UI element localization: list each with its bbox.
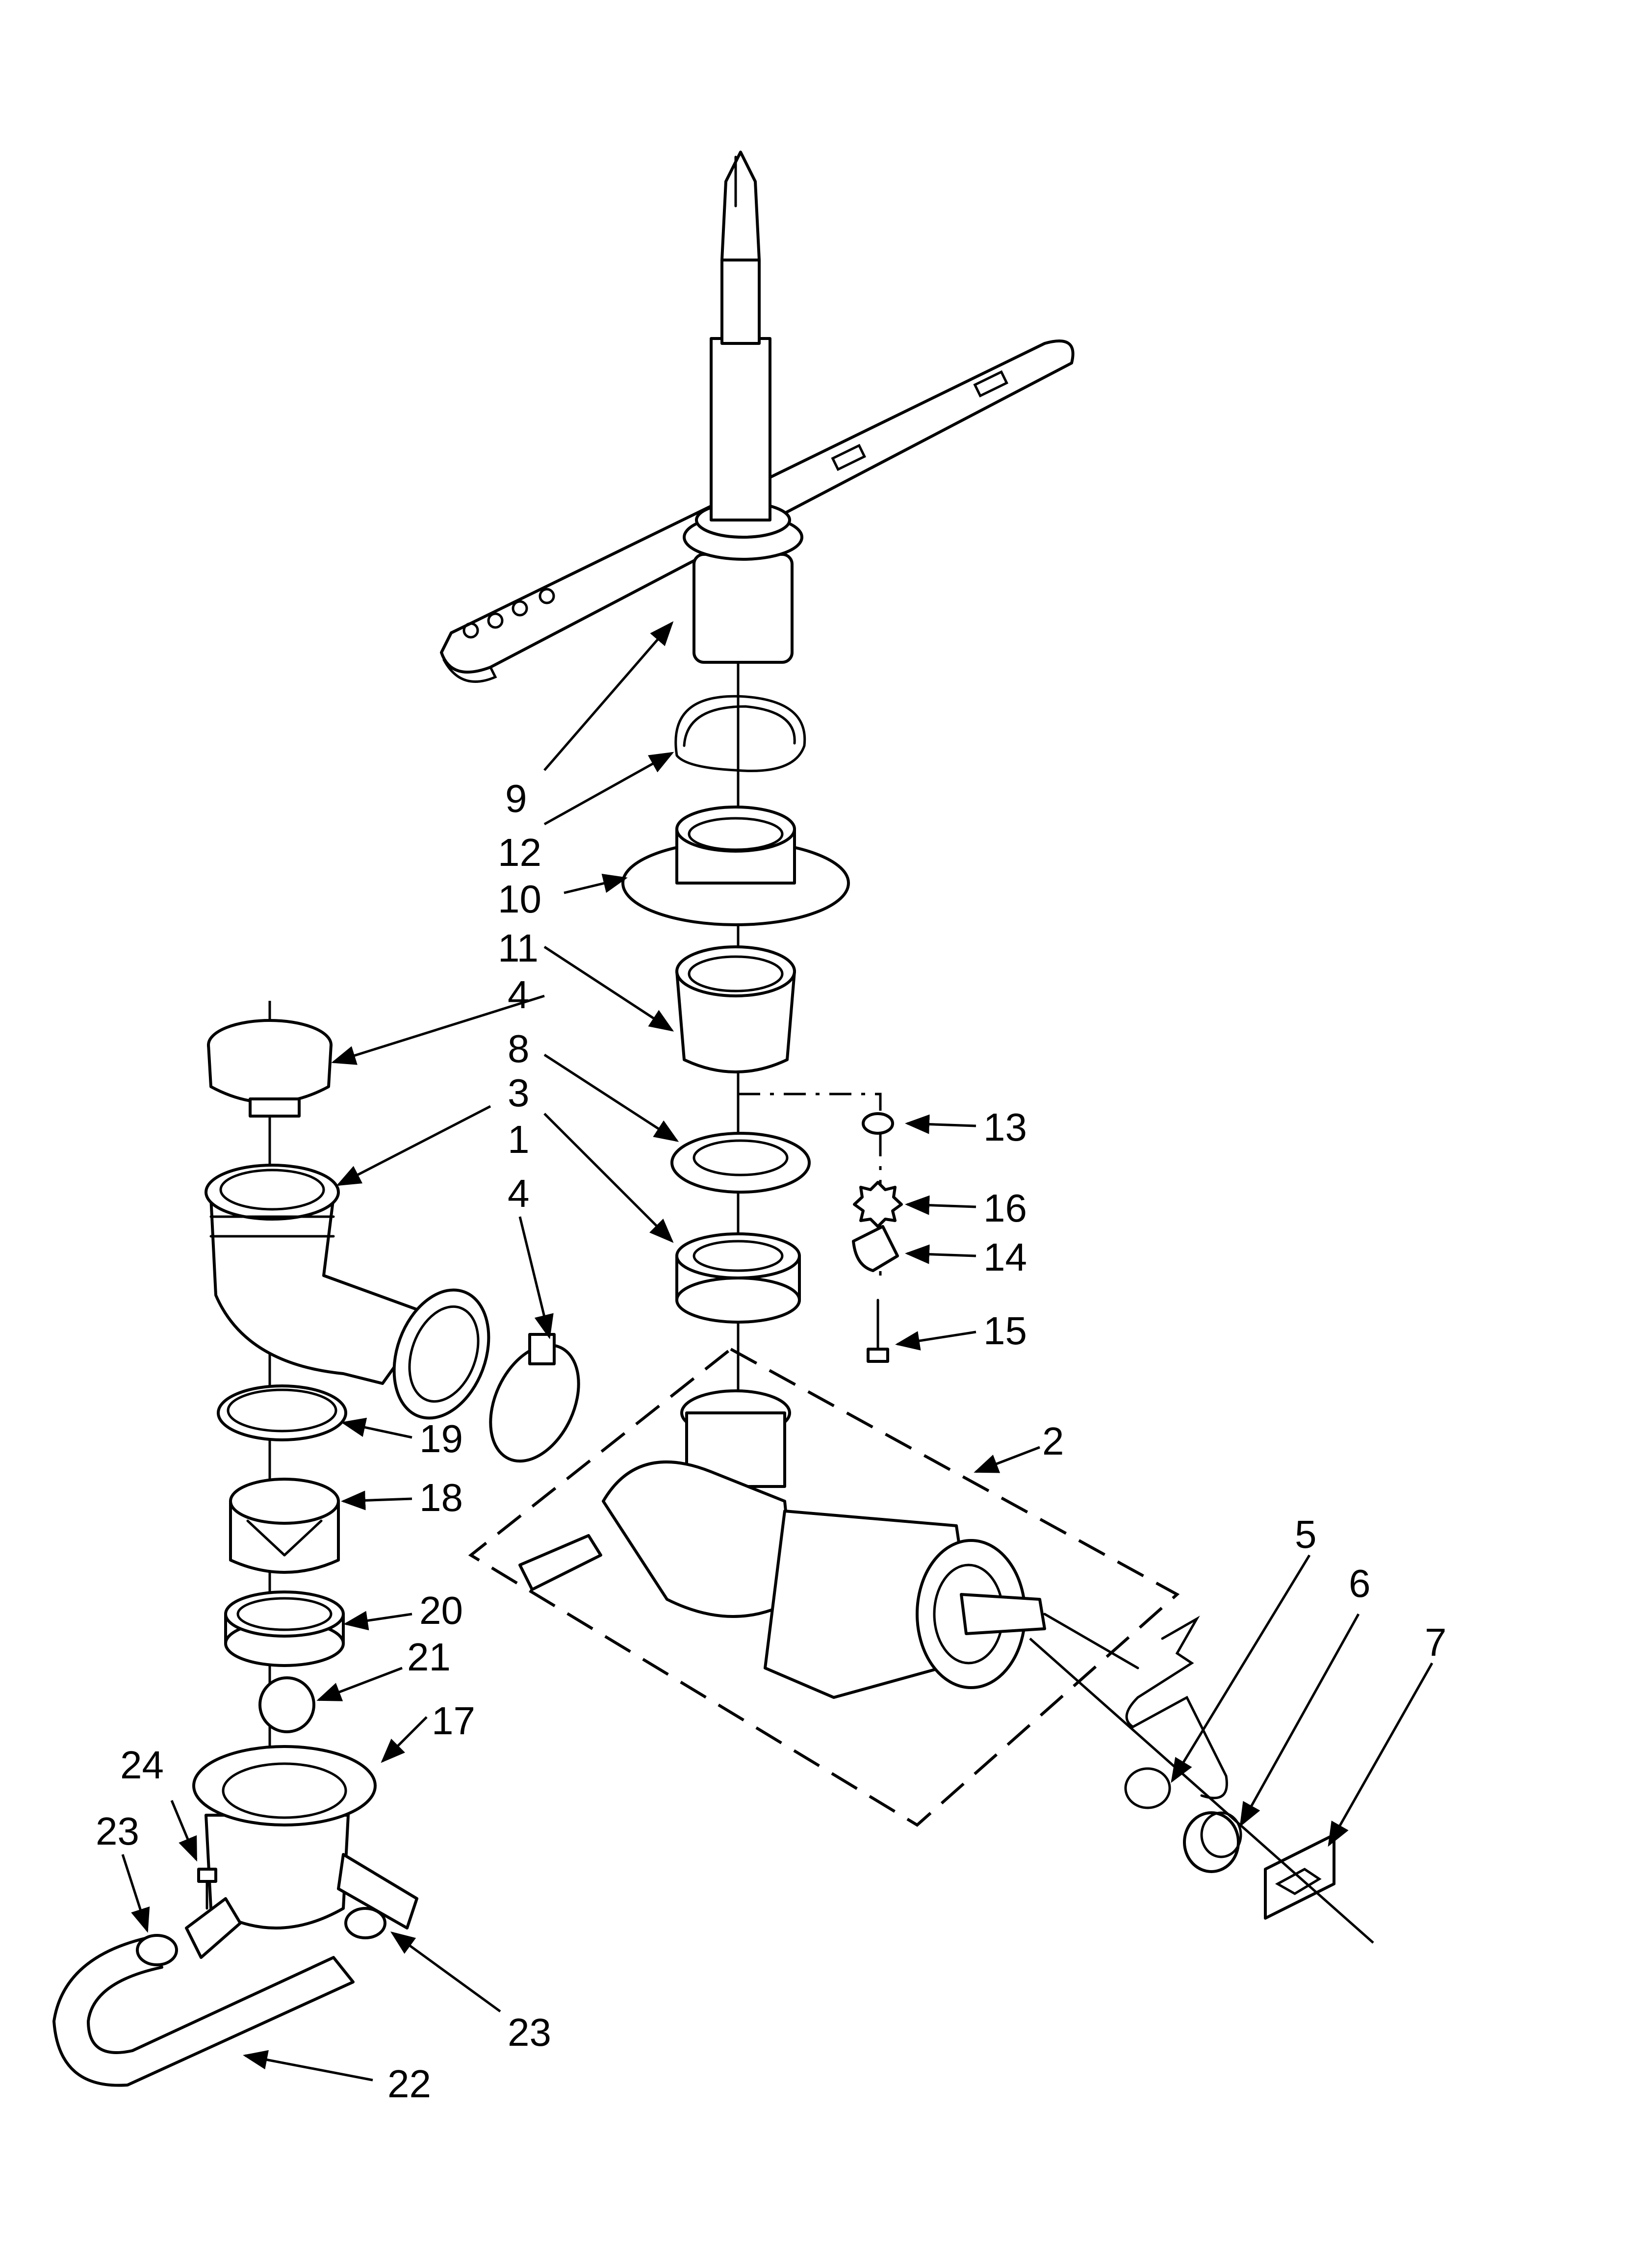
callout-15: 15 bbox=[983, 1309, 1027, 1353]
ball-part-21 bbox=[258, 1676, 315, 1733]
clamp-part-4-lower bbox=[489, 1333, 580, 1463]
callout-4-lower: 4 bbox=[508, 1172, 530, 1215]
spring-part-5 bbox=[1125, 1616, 1228, 1799]
clamp-part-4-upper bbox=[207, 1019, 333, 1118]
callout-9: 9 bbox=[505, 777, 527, 820]
bearing-part-10 bbox=[621, 806, 850, 926]
callout-20: 20 bbox=[419, 1589, 463, 1632]
callout-24: 24 bbox=[120, 1743, 164, 1787]
cup-part-11 bbox=[675, 945, 796, 1073]
nut-part-13 bbox=[862, 1112, 894, 1135]
callout-18: 18 bbox=[419, 1476, 463, 1519]
callout-13: 13 bbox=[983, 1105, 1027, 1149]
callout-labels: 9 12 10 11 4 8 3 1 4 13 16 14 15 2 19 18… bbox=[96, 777, 1447, 2106]
seal-part-8 bbox=[670, 1132, 811, 1194]
callout-19: 19 bbox=[419, 1417, 463, 1460]
callout-3: 3 bbox=[508, 1071, 530, 1115]
motor-pump-part-2 bbox=[518, 1389, 1139, 1699]
filter-part-18 bbox=[229, 1478, 340, 1574]
screw-part-24 bbox=[197, 1868, 217, 1910]
callout-10: 10 bbox=[498, 877, 541, 921]
spray-arm-part-9 bbox=[440, 151, 1075, 683]
callout-8: 8 bbox=[508, 1027, 530, 1070]
grommet-part-6 bbox=[1183, 1811, 1242, 1873]
retaining-ring-part-12 bbox=[674, 695, 806, 772]
callout-11: 11 bbox=[498, 926, 539, 970]
callout-12: 12 bbox=[498, 831, 541, 874]
callout-14: 14 bbox=[983, 1235, 1027, 1279]
hose-clamp-part-23-left bbox=[136, 1934, 178, 1966]
screw-part-15 bbox=[867, 1299, 889, 1363]
callout-1: 1 bbox=[508, 1118, 530, 1161]
leader-lines bbox=[121, 621, 1434, 2082]
callout-17: 17 bbox=[432, 1699, 475, 1743]
hose-clamp-part-23-right bbox=[344, 1907, 386, 1939]
spring-loop bbox=[1124, 1767, 1171, 1809]
callout-16: 16 bbox=[983, 1186, 1027, 1230]
callout-22: 22 bbox=[387, 2062, 431, 2106]
callout-5: 5 bbox=[1295, 1512, 1317, 1556]
seal-part-20 bbox=[224, 1590, 345, 1667]
callout-2: 2 bbox=[1042, 1419, 1064, 1463]
callout-4-upper: 4 bbox=[508, 973, 530, 1017]
callout-23-left: 23 bbox=[96, 1809, 139, 1853]
motor-assembly-boundary bbox=[468, 1347, 1180, 1827]
callout-6: 6 bbox=[1349, 1562, 1371, 1605]
seal-part-1 bbox=[675, 1232, 801, 1324]
motor-axis bbox=[1029, 1638, 1374, 1944]
washer-part-16 bbox=[853, 1181, 903, 1228]
elbow-hose-part-3 bbox=[205, 1164, 490, 1420]
seal-part-19 bbox=[217, 1384, 347, 1441]
callout-21: 21 bbox=[407, 1635, 451, 1679]
housing-part-17 bbox=[185, 1745, 418, 1959]
hose-part-22 bbox=[52, 1936, 355, 2087]
callout-23-right: 23 bbox=[508, 2010, 551, 2054]
clip-part-14 bbox=[852, 1225, 899, 1272]
callout-7: 7 bbox=[1425, 1620, 1447, 1664]
